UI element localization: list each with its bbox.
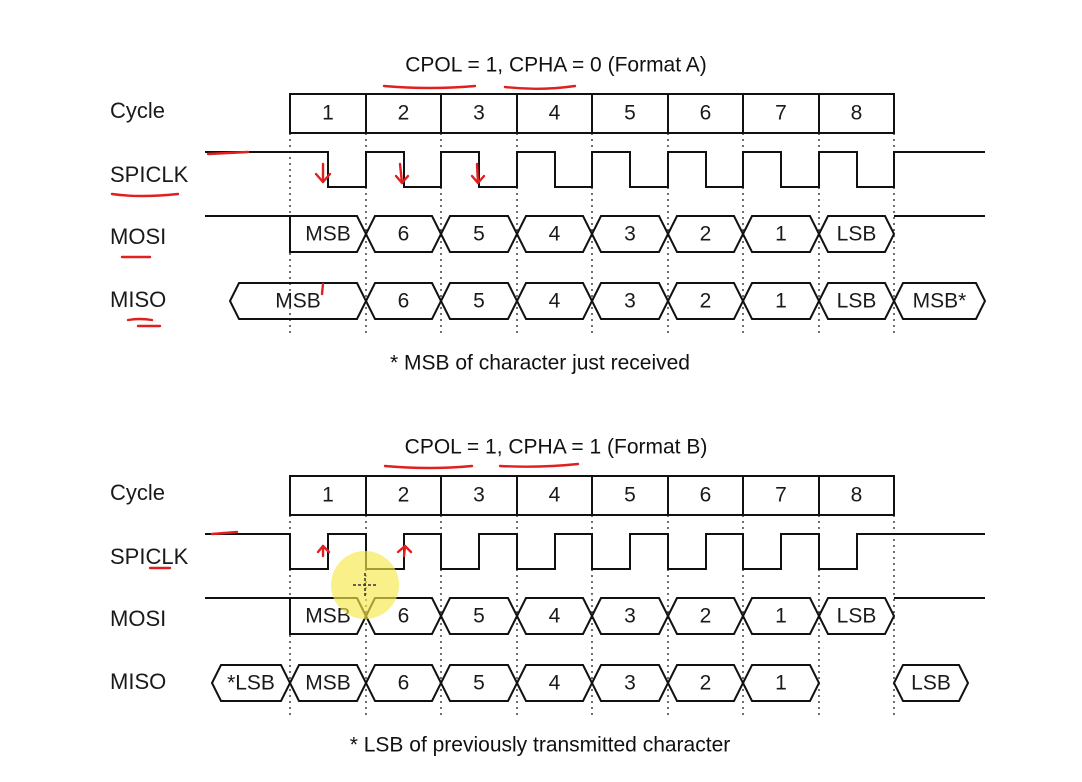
red-annotations	[110, 84, 580, 570]
row-label-miso: MISO	[110, 669, 166, 694]
red-pen-mark	[382, 84, 477, 90]
cycle-number: 7	[775, 102, 787, 125]
cycle-number: 6	[700, 484, 712, 507]
red-pen-mark	[394, 174, 410, 185]
mosi-bit-cell	[817, 597, 896, 635]
row-label-clock: SPICLK	[110, 544, 189, 569]
crosshair-cursor-icon	[353, 573, 377, 597]
red-pen-mark	[314, 172, 332, 184]
miso-bit: 3	[624, 672, 636, 695]
mosi-bit: 5	[473, 605, 485, 628]
miso-bit-cell	[892, 282, 987, 320]
miso-bit: 1	[775, 672, 787, 695]
miso-bit: MSB*	[913, 290, 967, 313]
mosi-bit: 1	[775, 605, 787, 628]
miso-bit: 3	[624, 290, 636, 313]
row-label-cycle: Cycle	[110, 480, 165, 505]
miso-bit: 6	[398, 290, 410, 313]
mosi-bit: MSB	[305, 605, 351, 628]
cycle-number: 3	[473, 102, 485, 125]
miso-bit: 5	[473, 672, 485, 695]
miso-bit: *LSB	[227, 672, 275, 695]
footnote: * LSB of previously transmitted characte…	[350, 734, 731, 757]
cycle-number: 4	[549, 484, 561, 507]
miso-bit-cell	[741, 664, 821, 702]
miso-bit: 2	[700, 290, 712, 313]
mosi-bit: 2	[700, 605, 712, 628]
row-label-mosi: MOSI	[110, 224, 166, 249]
mosi-bit: 3	[624, 223, 636, 246]
red-pen-mark	[498, 462, 580, 468]
red-pen-mark	[316, 544, 331, 554]
cursor-highlight	[331, 551, 399, 619]
cycle-number: 2	[398, 102, 410, 125]
miso-bit: LSB	[911, 672, 951, 695]
red-pen-mark	[398, 162, 404, 185]
miso-bit: 4	[549, 290, 561, 313]
miso-bit-cell	[892, 664, 970, 702]
cycle-number: 2	[398, 484, 410, 507]
row-label-clock: SPICLK	[110, 162, 189, 187]
mosi-bit: 4	[549, 605, 561, 628]
mosi-bit: 6	[398, 223, 410, 246]
cycle-number: 1	[322, 484, 334, 507]
miso-bit: 6	[398, 672, 410, 695]
miso-bit: LSB	[837, 290, 877, 313]
cycle-number: 8	[851, 484, 863, 507]
row-label-mosi: MOSI	[110, 606, 166, 631]
mosi-bit: 5	[473, 223, 485, 246]
row-label-cycle: Cycle	[110, 98, 165, 123]
miso-bit: MSB	[275, 290, 321, 313]
cycle-number: 8	[851, 102, 863, 125]
footnote: * MSB of character just received	[390, 352, 690, 375]
red-pen-mark	[383, 464, 474, 470]
cycle-number: 6	[700, 102, 712, 125]
cycle-number: 3	[473, 484, 485, 507]
miso-bit: 1	[775, 290, 787, 313]
red-pen-mark	[210, 530, 239, 536]
miso-bit: 4	[549, 672, 561, 695]
red-pen-mark	[206, 150, 250, 156]
red-pen-mark	[475, 162, 480, 185]
diagram-title: CPOL = 1, CPHA = 0 (Format A)	[405, 54, 707, 77]
miso-bit: MSB	[305, 672, 351, 695]
miso-bit: 5	[473, 290, 485, 313]
cycle-number: 5	[624, 102, 636, 125]
cycle-number: 4	[549, 102, 561, 125]
row-label-miso: MISO	[110, 287, 166, 312]
mosi-bit: LSB	[837, 223, 877, 246]
red-pen-mark	[126, 317, 154, 322]
mosi-bit: 6	[398, 605, 410, 628]
mosi-bit: 2	[700, 223, 712, 246]
miso-bit: 2	[700, 672, 712, 695]
red-pen-mark	[320, 282, 325, 296]
cycle-number: 7	[775, 484, 787, 507]
red-pen-mark	[396, 544, 413, 554]
diagram-title: CPOL = 1, CPHA = 1 (Format B)	[405, 436, 708, 459]
mosi-bit: LSB	[837, 605, 877, 628]
cycle-number: 1	[322, 102, 334, 125]
format-a-diagram: CPOL = 1, CPHA = 0 (Format A) CycleSPICLK…	[110, 54, 987, 375]
red-pen-mark	[110, 192, 180, 198]
mosi-bit: 4	[549, 223, 561, 246]
red-pen-mark	[470, 174, 486, 185]
mosi-bit: MSB	[305, 223, 351, 246]
mosi-bit-cell	[817, 215, 896, 253]
mosi-bit: 3	[624, 605, 636, 628]
cycle-number: 5	[624, 484, 636, 507]
red-pen-mark	[503, 84, 577, 90]
spiclk-waveform	[205, 151, 985, 188]
format-b-diagram: CPOL = 1, CPHA = 1 (Format B) CycleSPICLK…	[110, 436, 985, 757]
mosi-bit: 1	[775, 223, 787, 246]
